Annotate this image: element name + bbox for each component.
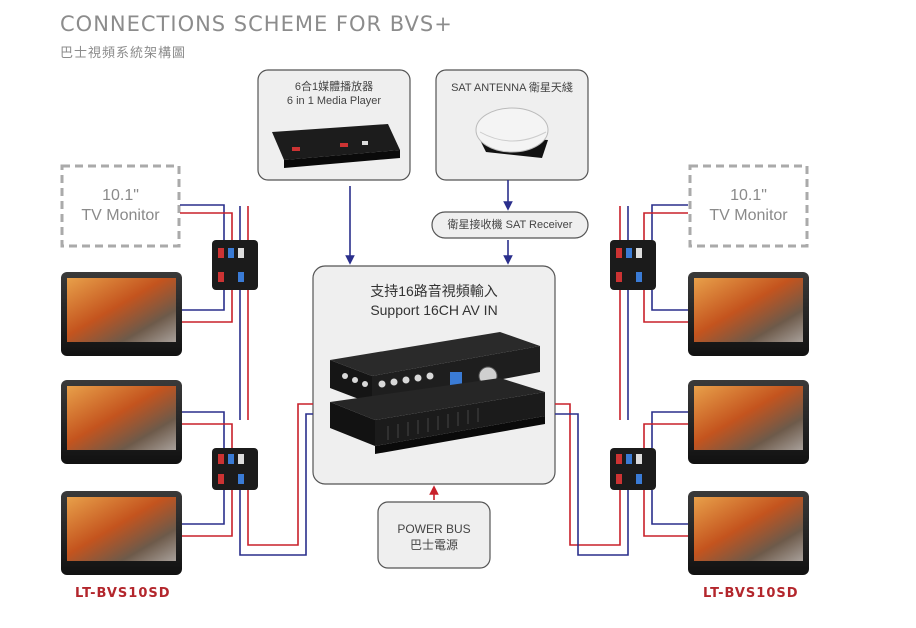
right-monitor-placeholder [688, 164, 809, 248]
hub-label-zh: 支持16路音視頻輸入 [370, 283, 498, 299]
power-label-en: POWER BUS [397, 522, 471, 536]
diagram-title: CONNECTIONS SCHEME FOR BVS+ [60, 12, 453, 36]
right-monitor-3 [688, 491, 809, 575]
media-player-label-en: 6 in 1 Media Player [286, 95, 382, 107]
right-placeholder-label: 10.1" TV Monitor [690, 186, 807, 226]
left-placeholder-name: TV Monitor [81, 207, 160, 224]
right-splitter-upper [610, 240, 656, 290]
power-label: POWER BUS 巴士電源 [378, 521, 490, 553]
left-monitor-3 [61, 491, 182, 575]
hub-label: 支持16路音視頻輸入 Support 16CH AV IN [313, 282, 555, 320]
left-monitor-placeholder [60, 164, 181, 248]
power-label-zh: 巴士電源 [409, 538, 458, 552]
hub-label-en: Support 16CH AV IN [370, 302, 498, 318]
diagram-subtitle: 巴士視頻系統架構圖 [60, 46, 187, 61]
media-player-device [272, 124, 400, 168]
left-splitter-upper [212, 240, 258, 290]
right-placeholder-size: 10.1" [730, 187, 767, 204]
right-monitor-1 [688, 272, 809, 356]
receiver-label: 衛星接收機 SAT Receiver [447, 219, 573, 231]
left-placeholder-size: 10.1" [102, 187, 139, 204]
left-model-label: LT-BVS10SD [75, 586, 171, 601]
right-splitter-lower [610, 448, 656, 490]
receiver-box [431, 211, 589, 239]
left-monitor-2 [61, 380, 182, 464]
right-model-label: LT-BVS10SD [703, 586, 799, 601]
hub-device [330, 332, 545, 454]
antenna-label: SAT ANTENNA 衛星天綫 [451, 82, 573, 94]
right-monitor-2 [688, 380, 809, 464]
power-box [377, 501, 491, 569]
left-splitter-lower [212, 448, 258, 490]
right-placeholder-name: TV Monitor [709, 207, 788, 224]
antenna-device [475, 107, 549, 158]
media-player-label: 6合1媒體播放器 6 in 1 Media Player [258, 80, 410, 108]
media-player-label-zh: 6合1媒體播放器 [294, 81, 374, 93]
left-monitor-1 [61, 272, 182, 356]
left-placeholder-label: 10.1" TV Monitor [62, 186, 179, 226]
